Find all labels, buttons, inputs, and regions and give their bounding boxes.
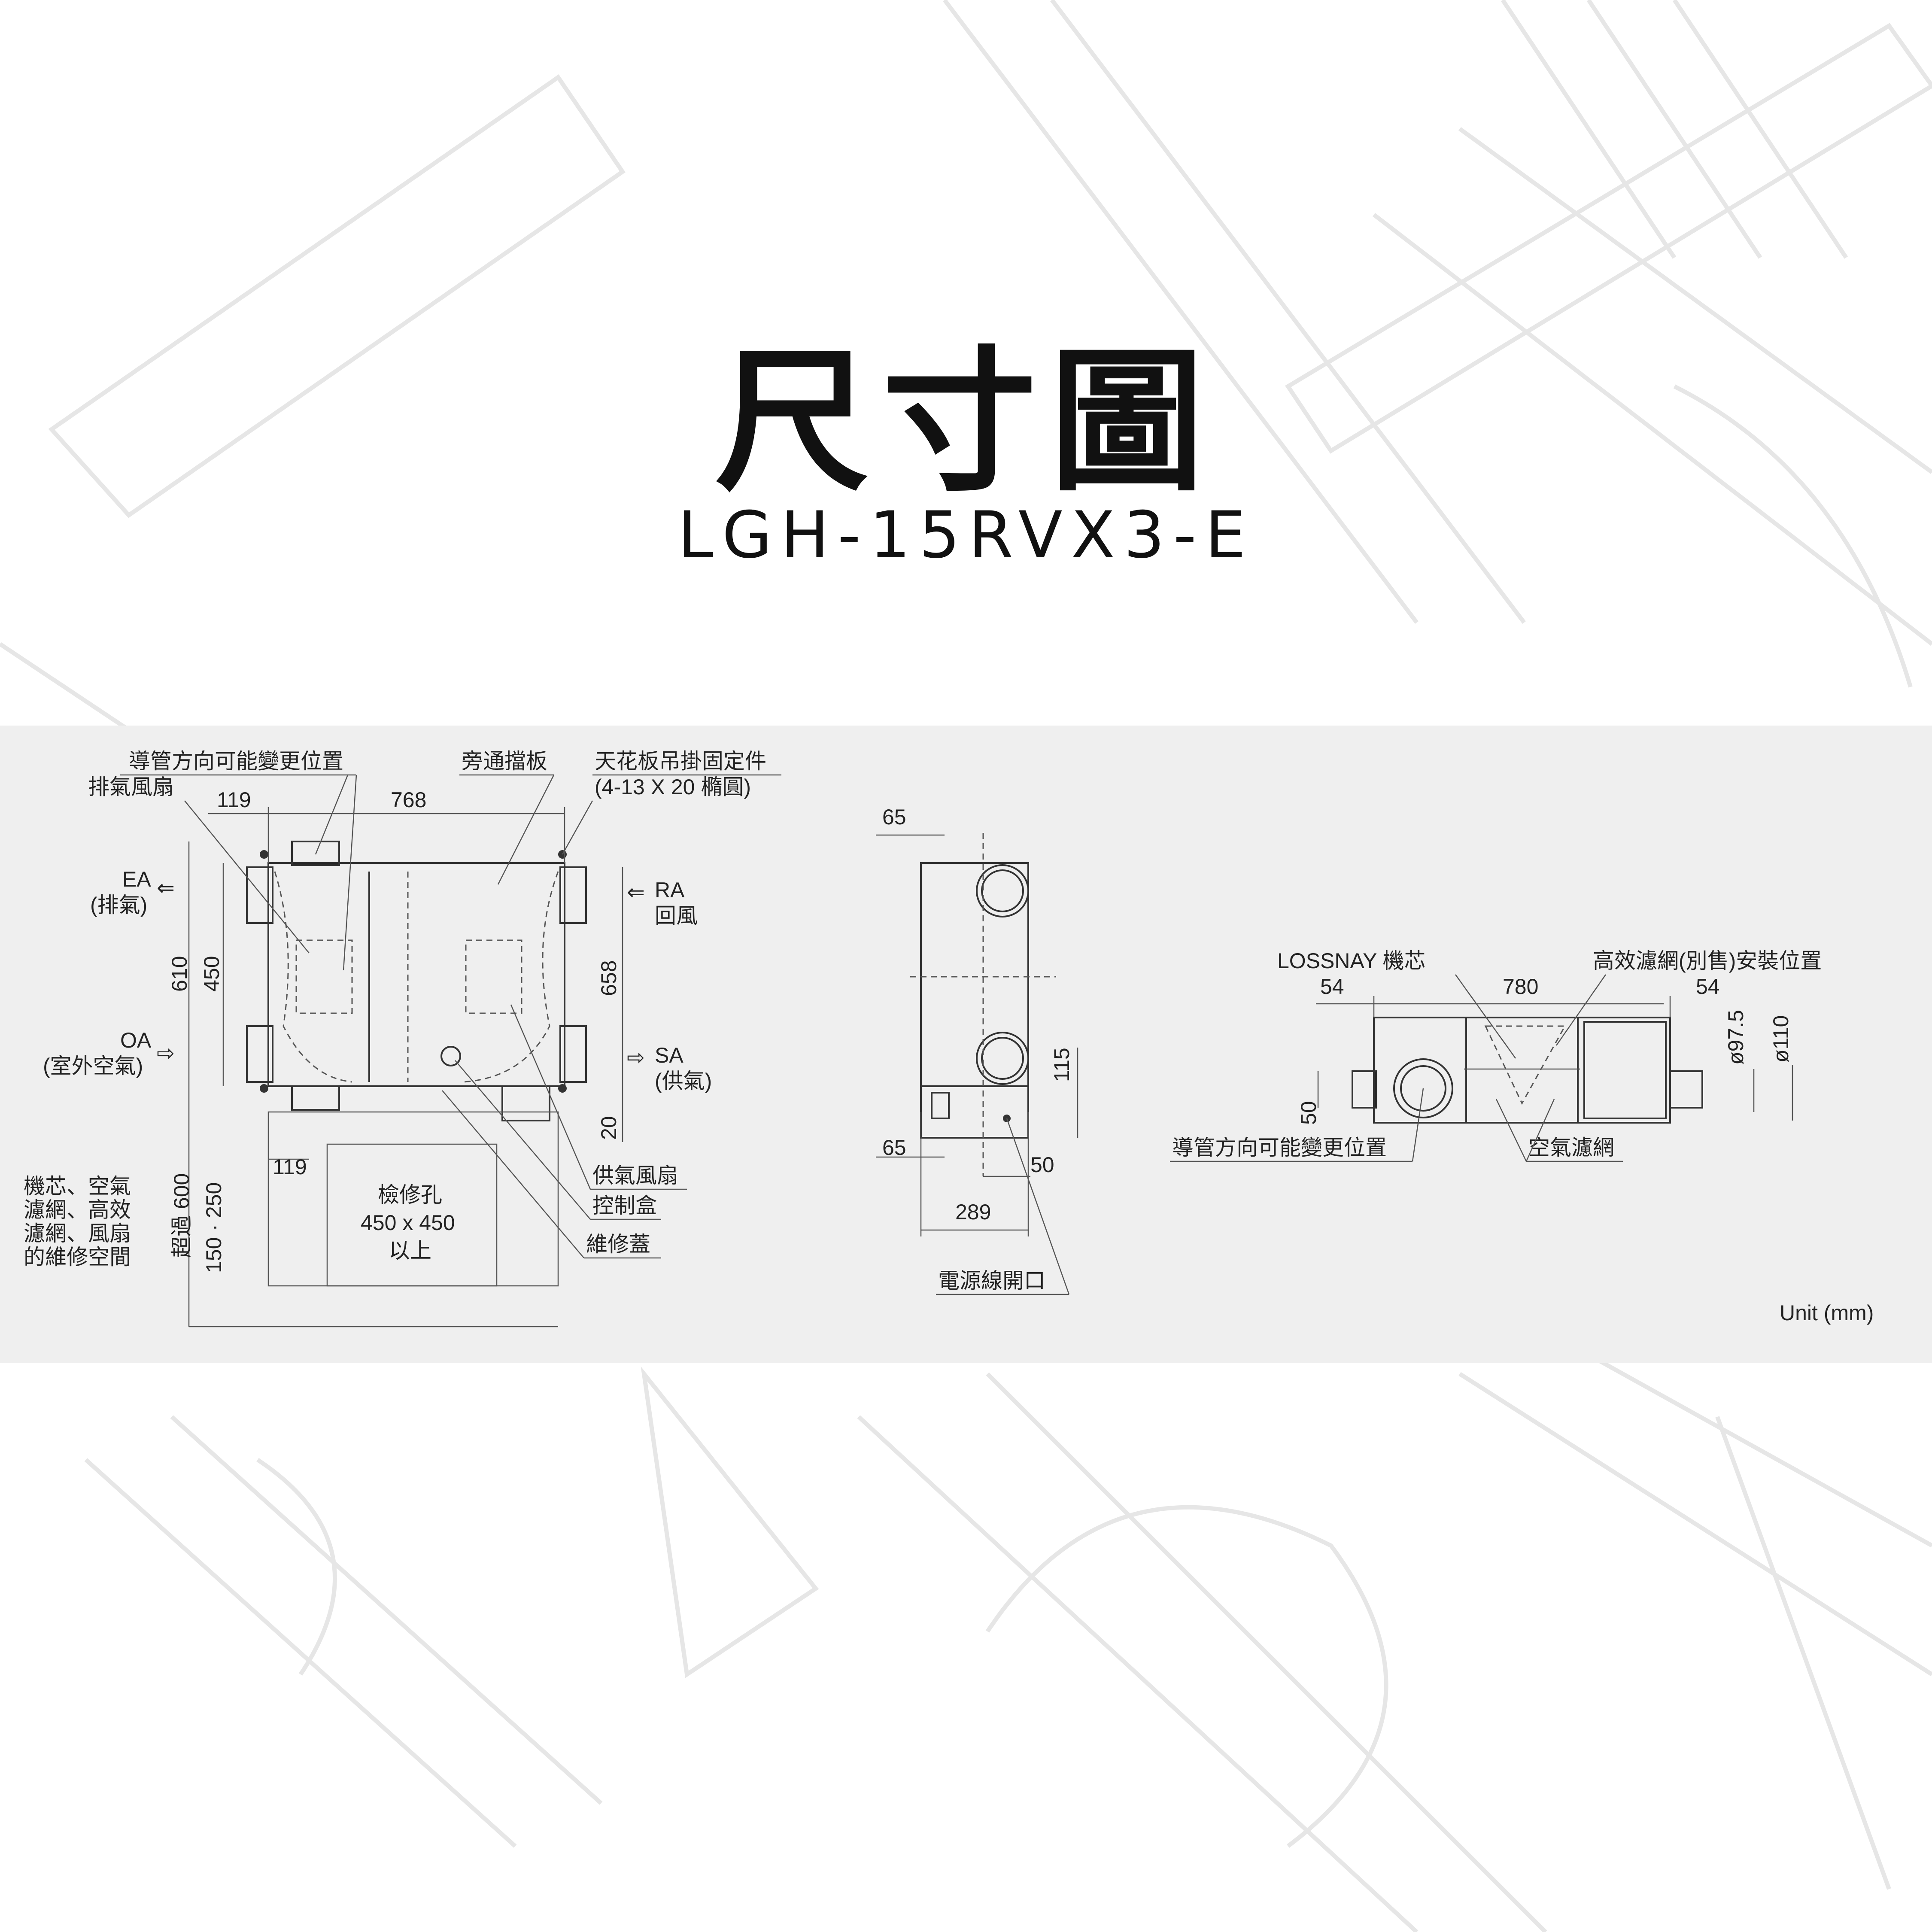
top-dim-54a: 54 — [1320, 975, 1344, 999]
ra-arrow-icon: ⇐ — [627, 880, 645, 904]
ea-duct — [246, 866, 273, 924]
label-service-space-1: 機芯、空氣 — [24, 1174, 131, 1198]
side-lower-duct — [976, 1032, 1029, 1085]
dim-658: 658 — [597, 960, 621, 996]
label-service-space-4: 的維修空間 — [24, 1245, 131, 1269]
side-upper-duct — [976, 864, 1029, 917]
label-bypass-damper: 旁通擋板 — [462, 749, 547, 773]
label-ceiling-hanger-spec: (4-13 X 20 橢圓) — [595, 775, 751, 799]
top-dim-50: 50 — [1297, 1101, 1321, 1125]
label-ea-cn: (排氣) — [90, 893, 147, 917]
label-supply-fan: 供氣風扇 — [592, 1163, 678, 1188]
label-power-opening: 電源線開口 — [938, 1269, 1045, 1293]
label-ra-cn: 回風 — [655, 904, 698, 928]
model-number: LGH-15RVX3-E — [677, 498, 1255, 573]
dim-119b: 119 — [273, 1155, 307, 1179]
label-air-filter: 空氣濾網 — [1528, 1136, 1614, 1160]
exhaust-fan-shape — [295, 939, 353, 1014]
label-ceiling-hanger: 天花板吊掛固定件 — [595, 749, 766, 773]
side-unit-body — [920, 862, 1029, 1087]
top-view: 54 780 54 ø97.5 ø110 50 LOSSNAY 機芯 高效濾網(… — [1170, 949, 1822, 1162]
side-dim-115: 115 — [1050, 1048, 1074, 1082]
dim-610: 610 — [167, 956, 191, 992]
side-view: 65 65 115 50 289 電源線開口 — [876, 805, 1078, 1295]
top-dim-780: 780 — [1503, 975, 1538, 999]
dim-450: 450 — [200, 956, 224, 992]
label-duct-direction-top: 導管方向可能變更位置 — [1172, 1136, 1387, 1160]
sa-arrow-icon: ⇨ — [627, 1045, 645, 1069]
side-dim-65a: 65 — [882, 805, 906, 829]
top-unit-body — [1373, 1017, 1671, 1124]
label-maintenance-cover: 維修蓋 — [586, 1232, 650, 1256]
label-access-hole-1: 檢修孔 — [378, 1183, 442, 1207]
top-dim-975: ø97.5 — [1724, 1010, 1748, 1065]
label-service-space-3: 濾網、風扇 — [24, 1221, 131, 1245]
label-access-hole-2: 450 x 450 — [361, 1211, 455, 1235]
diagram-panel — [0, 726, 1932, 1363]
unit-label: Unit (mm) — [1780, 1301, 1874, 1325]
oa-arrow-icon: ⇨ — [157, 1041, 175, 1065]
label-hepa-position: 高效濾網(別售)安裝位置 — [1593, 949, 1822, 973]
label-exhaust-fan: 排氣風扇 — [88, 775, 174, 799]
label-ra: RA — [655, 878, 685, 902]
dim-768: 768 — [391, 788, 426, 812]
ea-arrow-icon: ⇐ — [157, 876, 175, 900]
label-ea: EA — [122, 867, 151, 891]
label-oa-cn: (室外空氣) — [43, 1054, 143, 1078]
top-duct-circle — [1393, 1058, 1453, 1118]
page-title: 尺寸圖 — [715, 331, 1217, 512]
oa-duct — [246, 1025, 273, 1083]
sa-duct — [559, 1025, 587, 1083]
dimension-diagram: 119 768 610 450 658 20 119 超過 600 150 · … — [24, 749, 1874, 1327]
front-unit-body — [267, 862, 565, 1087]
front-view: 119 768 610 450 658 20 119 超過 600 150 · … — [24, 749, 781, 1327]
label-service-space-2: 濾網、高效 — [24, 1198, 131, 1222]
top-dim-54b: 54 — [1696, 975, 1720, 999]
side-dim-65b: 65 — [882, 1136, 906, 1160]
side-dim-289: 289 — [955, 1200, 991, 1224]
label-sa: SA — [655, 1043, 683, 1067]
ra-duct — [559, 866, 587, 924]
label-sa-cn: (供氣) — [655, 1069, 712, 1093]
label-lossnay-core: LOSSNAY 機芯 — [1277, 949, 1425, 973]
label-access-hole-3: 以上 — [389, 1239, 431, 1263]
supply-fan-shape — [465, 939, 522, 1014]
dim-over-600: 超過 600 — [170, 1173, 194, 1258]
label-duct-direction: 導管方向可能變更位置 — [129, 749, 343, 773]
dim-119: 119 — [217, 788, 251, 812]
lossnay-core-shape — [1465, 1017, 1579, 1124]
label-control-box: 控制盒 — [592, 1194, 657, 1218]
label-oa: OA — [120, 1028, 152, 1052]
top-dim-110: ø110 — [1769, 1015, 1793, 1063]
dim-20: 20 — [597, 1116, 621, 1140]
access-hole — [326, 1143, 498, 1287]
side-dim-50: 50 — [1030, 1153, 1054, 1177]
dim-range: 150 · 250 — [202, 1182, 226, 1273]
